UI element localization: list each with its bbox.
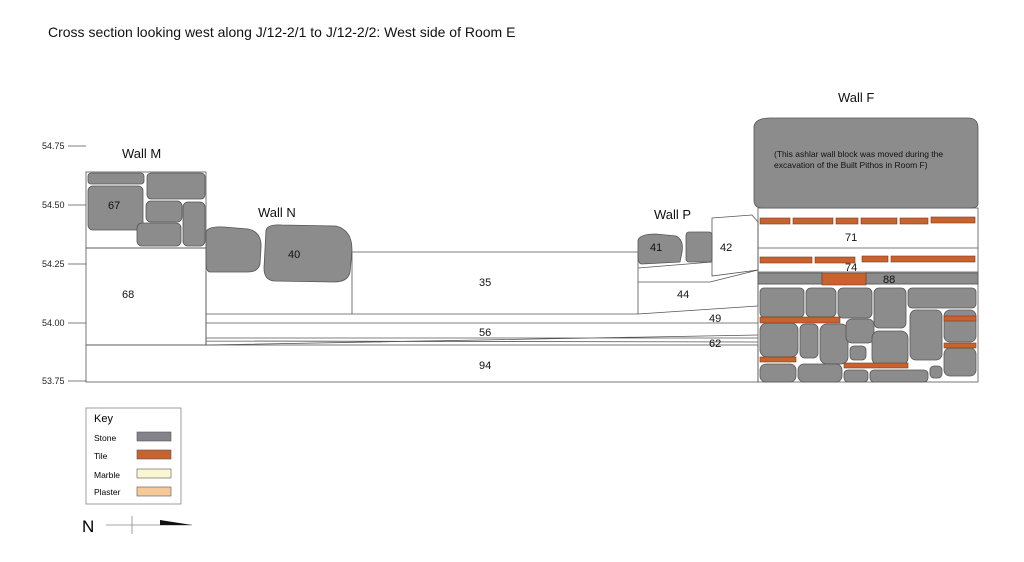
layer-label: 71: [845, 232, 857, 244]
layer-label: 44: [677, 289, 689, 301]
layer-label: 74: [845, 262, 857, 274]
layer-44-outline: [638, 269, 759, 306]
arrow-head-icon: [160, 520, 192, 525]
wall-n-label: Wall N: [258, 205, 296, 220]
elevation-scale: 54.75 54.50 54.25 54.00 53.75: [42, 141, 86, 386]
wall-f-label: Wall F: [838, 90, 874, 105]
key-item-plaster-label: Plaster: [94, 487, 121, 497]
layer-label: 88: [883, 274, 895, 286]
figure-title: Cross section looking west along J/12-2/…: [48, 24, 516, 40]
wall-p-block-42: [711, 214, 759, 277]
elevation-label: 54.00: [42, 318, 65, 328]
wall-f-note-line: excavation of the Built Pithos in Room F…: [774, 160, 928, 170]
key-swatch-tile: [136, 449, 172, 460]
elevation-label: 54.50: [42, 200, 65, 210]
wall-m-label: Wall M: [122, 146, 161, 161]
layer-label: 62: [709, 338, 721, 350]
stone-67: [87, 185, 144, 231]
key-swatch-plaster: [136, 486, 172, 497]
wall-p-base: [637, 261, 713, 269]
layer-label: 42: [720, 242, 732, 254]
layer-label: 40: [288, 249, 300, 261]
layer-label: 49: [709, 313, 721, 325]
layer-label: 94: [479, 360, 491, 372]
layer-label: 41: [650, 242, 662, 254]
stone-40: [263, 224, 353, 283]
soil-layers: [85, 171, 979, 383]
layer-label: 35: [479, 277, 491, 289]
stone-41: [637, 233, 683, 265]
layer-94-area: [85, 344, 759, 383]
labels: Wall M Wall N Wall P Wall F (This ashlar…: [108, 90, 943, 372]
elevation-label: 54.25: [42, 259, 65, 269]
layer-label: 56: [479, 327, 491, 339]
layer-35-outline: [351, 251, 639, 314]
ashlar-block: [753, 117, 979, 209]
elevation-label: 53.75: [42, 376, 65, 386]
wall-p-label: Wall P: [654, 207, 691, 222]
key-swatch-stone: [136, 431, 172, 442]
key-legend: Key Stone Tile Marble Plaster: [85, 407, 182, 505]
key-item-marble-label: Marble: [94, 470, 120, 480]
north-label: N: [82, 517, 94, 536]
north-arrow: N: [82, 516, 192, 536]
layer-label: 68: [122, 289, 134, 301]
key-swatch-marble: [136, 468, 172, 479]
key-item-stone-label: Stone: [94, 433, 116, 443]
stones: [87, 117, 979, 383]
layer-label: 67: [108, 200, 120, 212]
tiles: [759, 216, 977, 369]
wall-f-note-line: (This ashlar wall block was moved during…: [774, 149, 943, 159]
key-item-tile-label: Tile: [94, 451, 108, 461]
elevation-label: 54.75: [42, 141, 65, 151]
key-title: Key: [94, 413, 113, 425]
layer-68-area: [85, 247, 207, 346]
